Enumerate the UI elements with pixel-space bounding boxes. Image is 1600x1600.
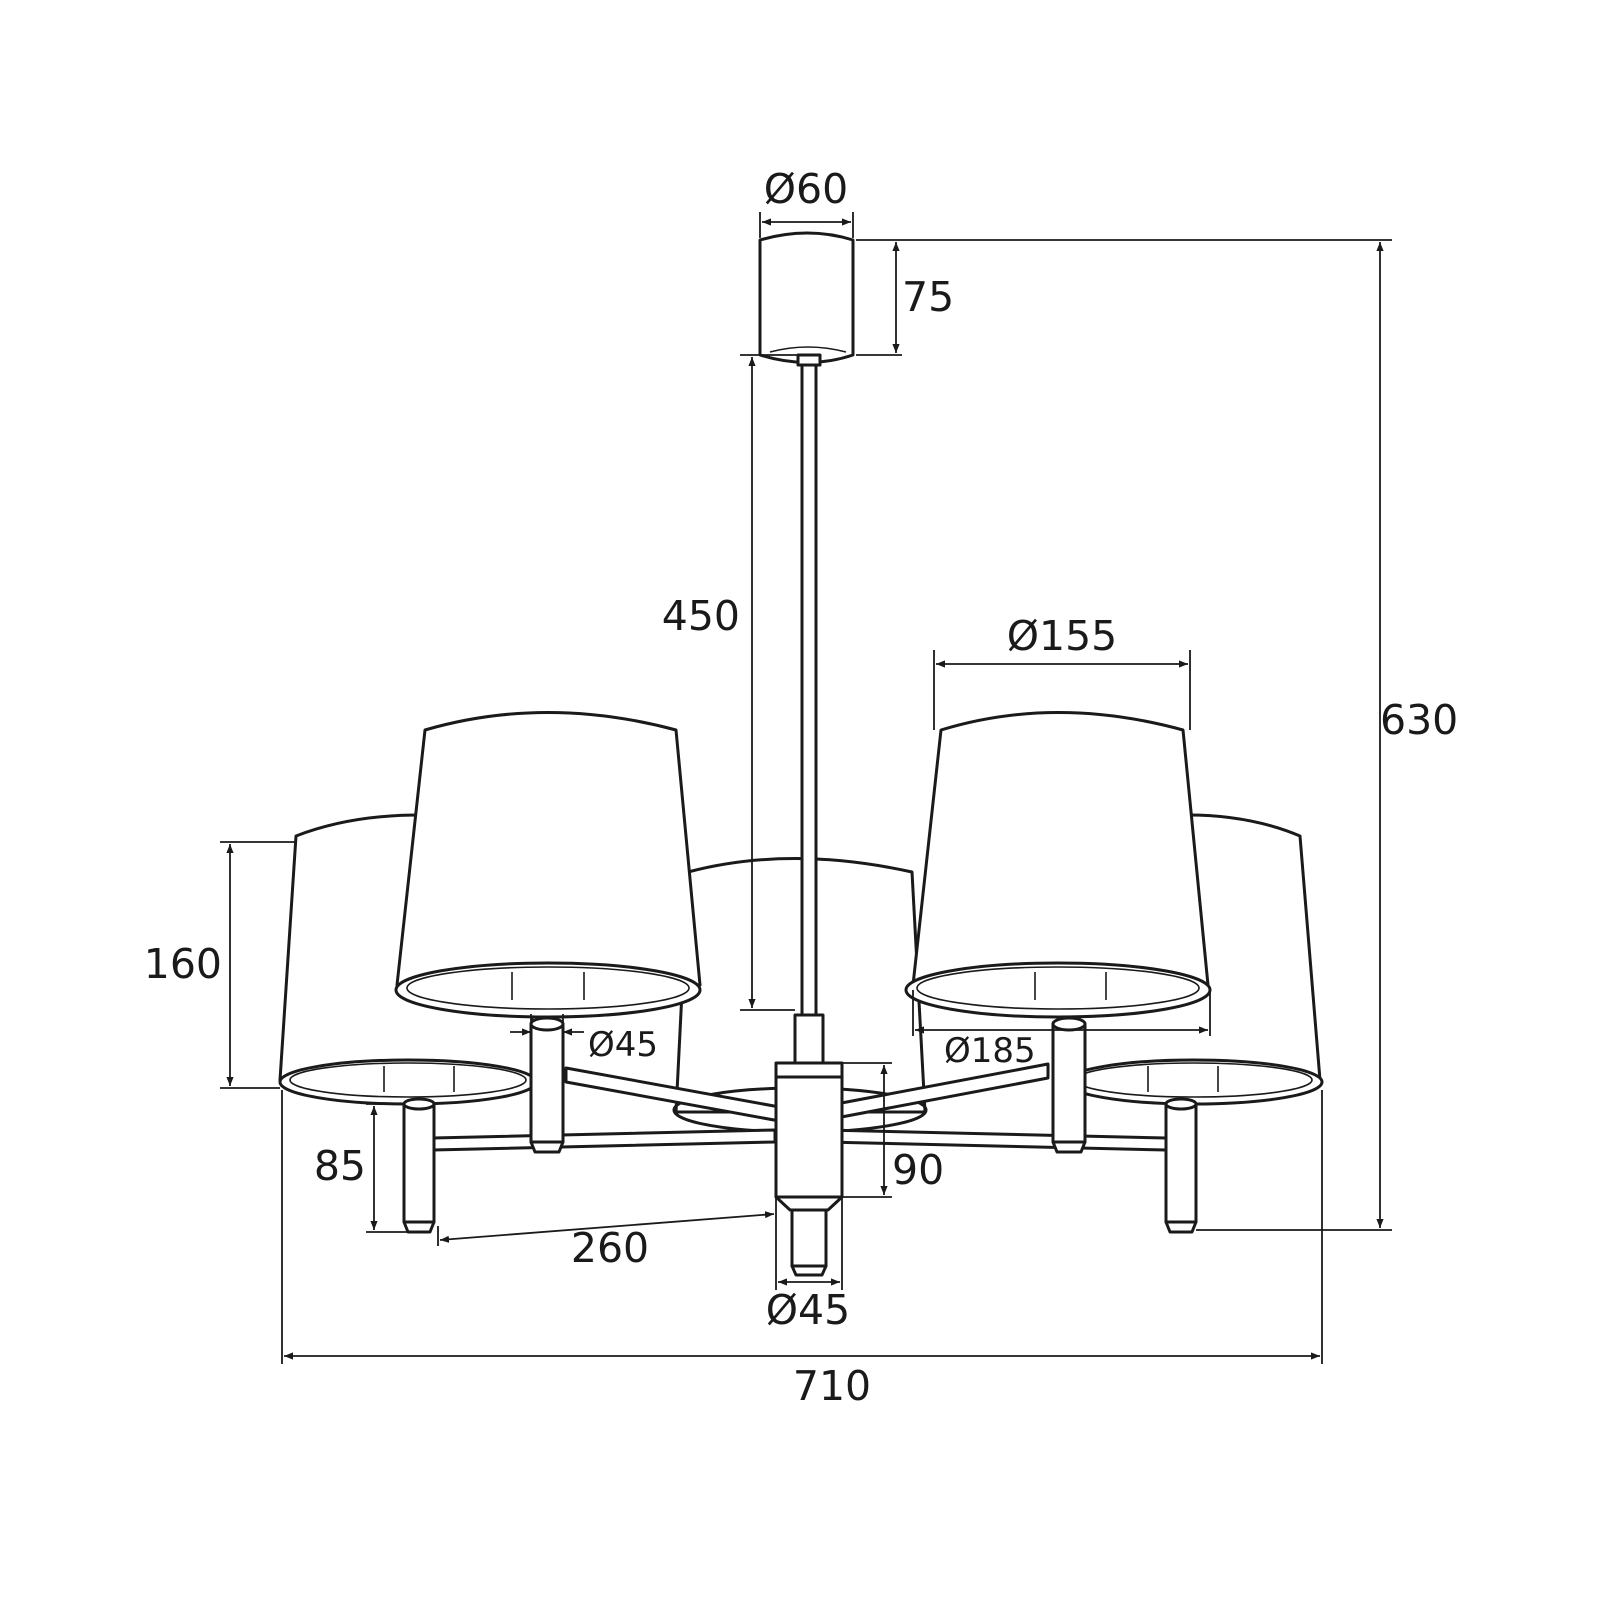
label-candle-height: 85 bbox=[314, 1142, 366, 1190]
label-canopy-height: 75 bbox=[902, 273, 954, 321]
arm-left-back bbox=[431, 1128, 777, 1152]
label-shade-bottom-diameter: Ø185 bbox=[944, 1031, 1036, 1071]
dim-arm-reach bbox=[437, 1211, 775, 1246]
label-total-width: 710 bbox=[793, 1362, 871, 1410]
socket-right-front bbox=[1051, 1016, 1087, 1154]
dim-rod-length bbox=[740, 354, 798, 1011]
arm-right-back bbox=[823, 1128, 1168, 1152]
label-body-height: 90 bbox=[892, 1146, 944, 1194]
label-canopy-diameter: Ø60 bbox=[764, 165, 848, 213]
rod bbox=[796, 353, 822, 1017]
label-arm-reach: 260 bbox=[571, 1224, 649, 1272]
socket-left-outer bbox=[402, 1097, 436, 1234]
label-body-diameter: Ø45 bbox=[766, 1286, 850, 1334]
dim-body-height bbox=[842, 1062, 892, 1198]
central-body bbox=[774, 1013, 844, 1277]
shade-left-front bbox=[394, 711, 702, 1019]
dim-shade-bottom-diameter bbox=[912, 990, 1211, 1036]
label-socket-diameter: Ø45 bbox=[588, 1025, 658, 1065]
canopy bbox=[758, 231, 855, 364]
label-shade-top-diameter: Ø155 bbox=[1007, 612, 1118, 660]
dim-canopy-height bbox=[856, 239, 1392, 356]
dim-shade-height bbox=[220, 841, 296, 1089]
dim-canopy-diameter bbox=[759, 212, 854, 238]
label-rod-length: 450 bbox=[662, 592, 740, 640]
shade-right-front bbox=[904, 711, 1212, 1019]
socket-left-front bbox=[529, 1016, 565, 1154]
dim-total-height bbox=[1196, 242, 1392, 1231]
dim-body-diameter bbox=[775, 1197, 843, 1290]
dim-shade-top-diameter bbox=[933, 650, 1191, 730]
label-shade-height: 160 bbox=[144, 940, 222, 988]
dim-socket-diameter bbox=[510, 1014, 584, 1040]
dim-total-width bbox=[281, 1090, 1323, 1364]
label-total-height: 630 bbox=[1380, 696, 1458, 744]
dim-candle-height bbox=[366, 1103, 408, 1233]
socket-right-outer bbox=[1164, 1097, 1198, 1234]
